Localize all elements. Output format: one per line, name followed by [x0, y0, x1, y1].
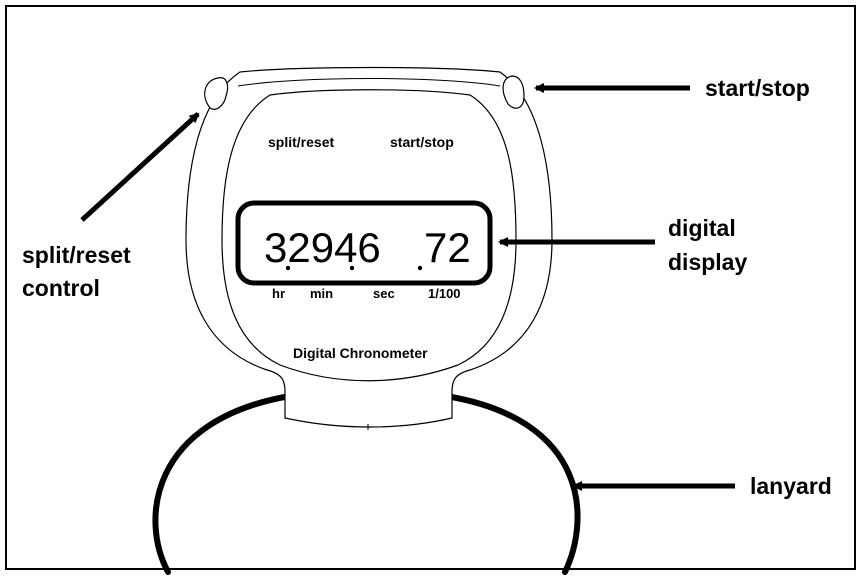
display-digits-hundredths: 72	[424, 224, 471, 271]
unit-label-hundredths: 1/100	[428, 286, 461, 301]
callout-split-reset-line1: split/reset	[22, 242, 131, 268]
start-stop-button[interactable]	[502, 75, 525, 109]
unit-label-sec: sec	[373, 286, 395, 301]
separator-dot	[417, 265, 423, 271]
display-digits-main: 32946	[264, 224, 381, 271]
face-label-start-stop: start/stop	[390, 134, 454, 150]
split-reset-button[interactable]	[204, 77, 229, 110]
callout-lanyard: lanyard	[750, 473, 832, 499]
diagram-border	[5, 5, 856, 570]
brand-label: Digital Chronometer	[293, 345, 428, 361]
face-label-split-reset: split/reset	[268, 134, 334, 150]
unit-label-hr: hr	[272, 286, 285, 301]
arrow-split-reset	[80, 112, 200, 222]
top-ridge	[237, 78, 501, 87]
digital-display-window	[235, 200, 493, 286]
callout-digital-display-line1: digital	[668, 215, 736, 241]
callout-start-stop: start/stop	[705, 75, 810, 101]
callout-digital-display-line2: display	[668, 249, 747, 275]
unit-label-min: min	[310, 286, 333, 301]
callout-split-reset-line2: control	[22, 275, 100, 301]
separator-dot	[285, 265, 291, 271]
lanyard-cord	[152, 393, 581, 575]
separator-dot	[349, 265, 355, 271]
